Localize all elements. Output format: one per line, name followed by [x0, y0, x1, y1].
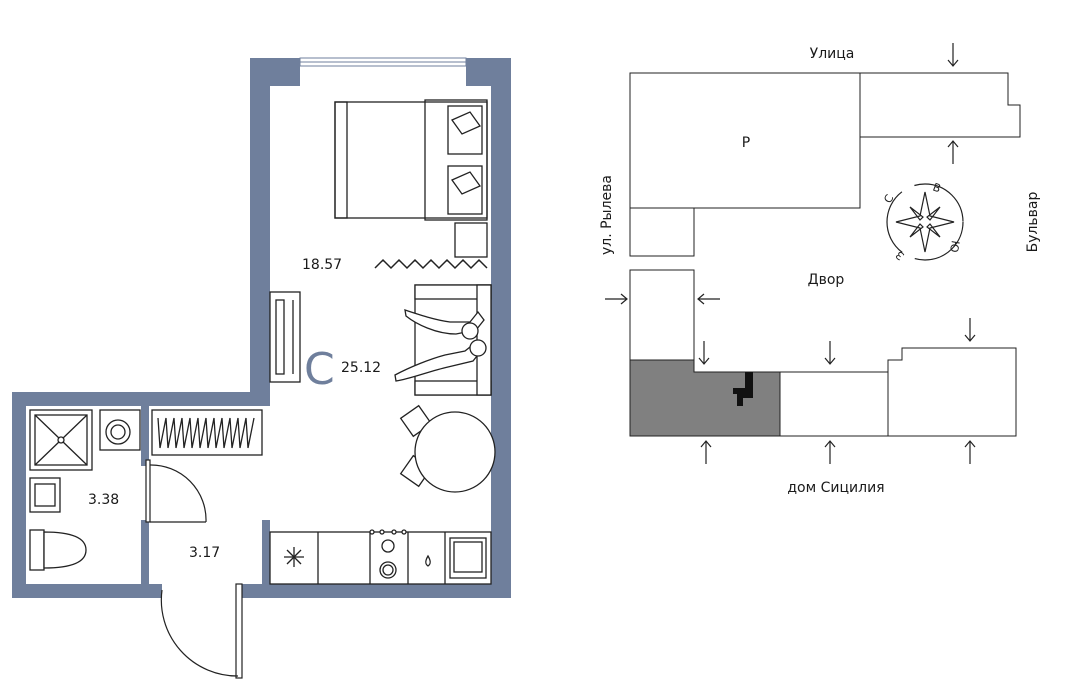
street-left-label: ул. Рылева — [599, 175, 615, 255]
street-right-label: Бульвар — [1025, 191, 1041, 252]
compass-west-label: З — [893, 248, 907, 262]
bathroom-sink — [29, 477, 61, 513]
floorplan: 18.57 3.38 3.17 С 25.12 — [12, 57, 511, 679]
apartment-marker — [733, 372, 753, 406]
street-top-label: Улица — [810, 46, 855, 62]
apartment-type-letter: С — [304, 344, 335, 395]
compass-north-label: С — [881, 192, 896, 205]
siteplan — [605, 43, 1021, 464]
nightstand — [454, 222, 488, 258]
shower — [29, 409, 93, 471]
tv-stand — [269, 291, 301, 383]
building-left-mid — [629, 269, 695, 361]
dining-table — [399, 404, 496, 493]
snowflake-icon — [284, 547, 304, 567]
compass-east-label: В — [931, 181, 943, 196]
entrance-arrows — [605, 43, 976, 464]
bathroom-area-label: 3.38 — [88, 492, 119, 508]
entrance-door — [160, 583, 243, 679]
street-bottom-label: дом Сицилия — [787, 480, 884, 496]
yard-label: Двор — [808, 272, 845, 288]
living-room-area-label: 18.57 — [302, 257, 342, 273]
washing-machine — [99, 409, 141, 451]
toilet — [29, 529, 87, 571]
hallway-area-label: 3.17 — [189, 545, 220, 561]
building-parking — [629, 72, 861, 209]
radiator — [374, 258, 488, 270]
compass-south-label: Ю — [947, 239, 962, 253]
kitchen-counter — [269, 529, 492, 585]
compass-rose-icon — [886, 183, 964, 261]
heated-rail — [151, 409, 263, 456]
building-top-right — [859, 72, 1021, 138]
sofa — [394, 284, 492, 396]
bed — [334, 99, 488, 221]
parking-label: Р — [742, 135, 750, 151]
bathroom-door — [145, 459, 207, 523]
total-area-label: 25.12 — [341, 360, 381, 376]
window — [299, 57, 467, 67]
highlighted-section — [629, 359, 781, 437]
walls — [12, 58, 511, 598]
building-left-small — [629, 207, 695, 257]
